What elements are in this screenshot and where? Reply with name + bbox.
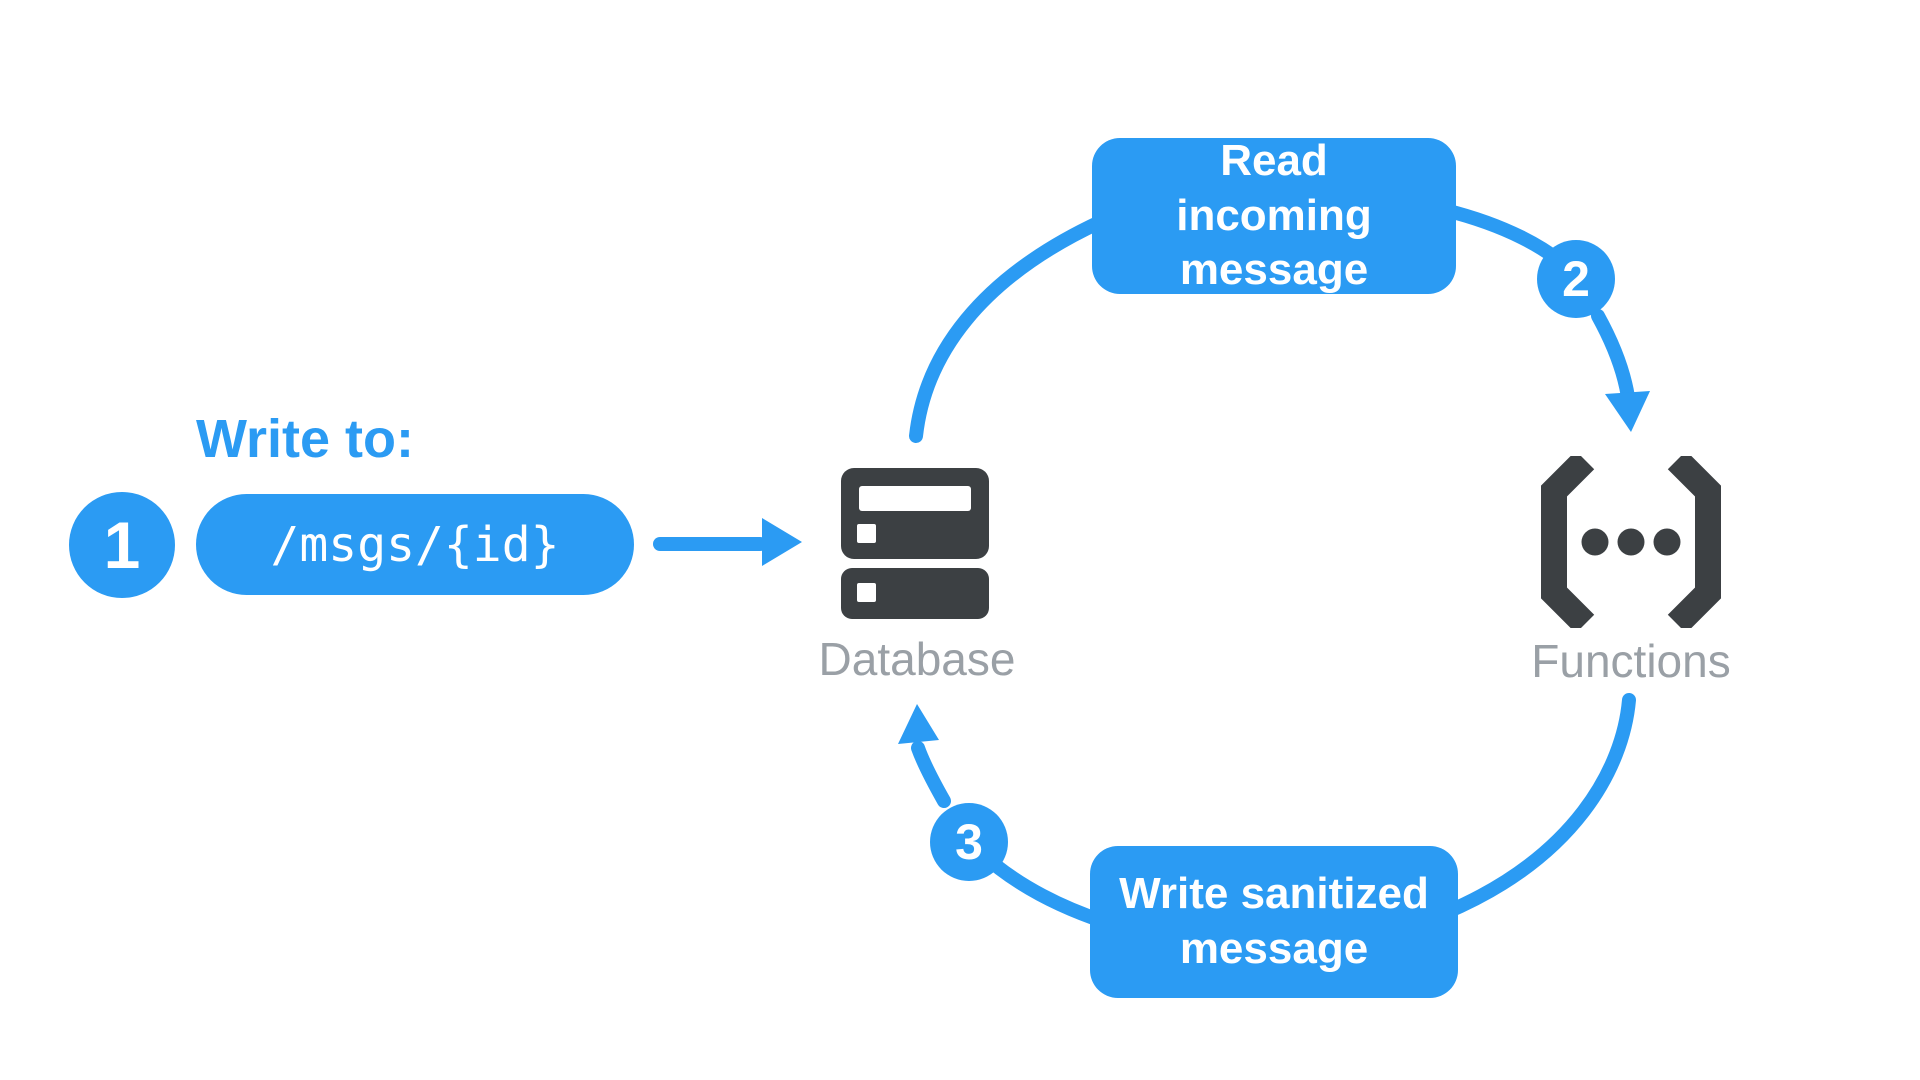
step-2-number: 2 — [1562, 251, 1590, 307]
arc-step3-to-database — [911, 741, 951, 808]
read-incoming-message-box[interactable]: Read incoming message — [1092, 136, 1456, 294]
step-1-number: 1 — [103, 508, 141, 582]
read-incoming-message-text: Read incoming message — [1176, 136, 1372, 295]
step-3-badge: 3 — [930, 803, 1008, 881]
database-label: Database — [818, 633, 1016, 685]
functions-label: Functions — [1531, 635, 1731, 687]
arc-database-to-read — [909, 215, 1107, 443]
step-2-badge: 2 — [1537, 240, 1615, 318]
write-sanitized-message-text: Write sanitized message — [1119, 869, 1429, 973]
arc-step2-to-functions — [1591, 309, 1635, 404]
functions-icon — [1541, 450, 1721, 634]
step-1-badge: 1 — [69, 492, 175, 598]
arrow-down-icon — [1605, 391, 1650, 432]
database-icon — [840, 467, 990, 620]
database-path-pill[interactable]: /msgs/{id} — [196, 494, 634, 595]
arrow-right-icon — [762, 518, 802, 566]
step-3-number: 3 — [955, 814, 983, 870]
write-to-label: Write to: — [196, 409, 414, 469]
arrow-up-icon — [898, 704, 939, 744]
write-sanitized-message-box[interactable]: Write sanitized message — [1090, 846, 1458, 998]
arc-functions-to-write — [1438, 693, 1636, 920]
database-path-text: /msgs/{id} — [270, 516, 560, 573]
